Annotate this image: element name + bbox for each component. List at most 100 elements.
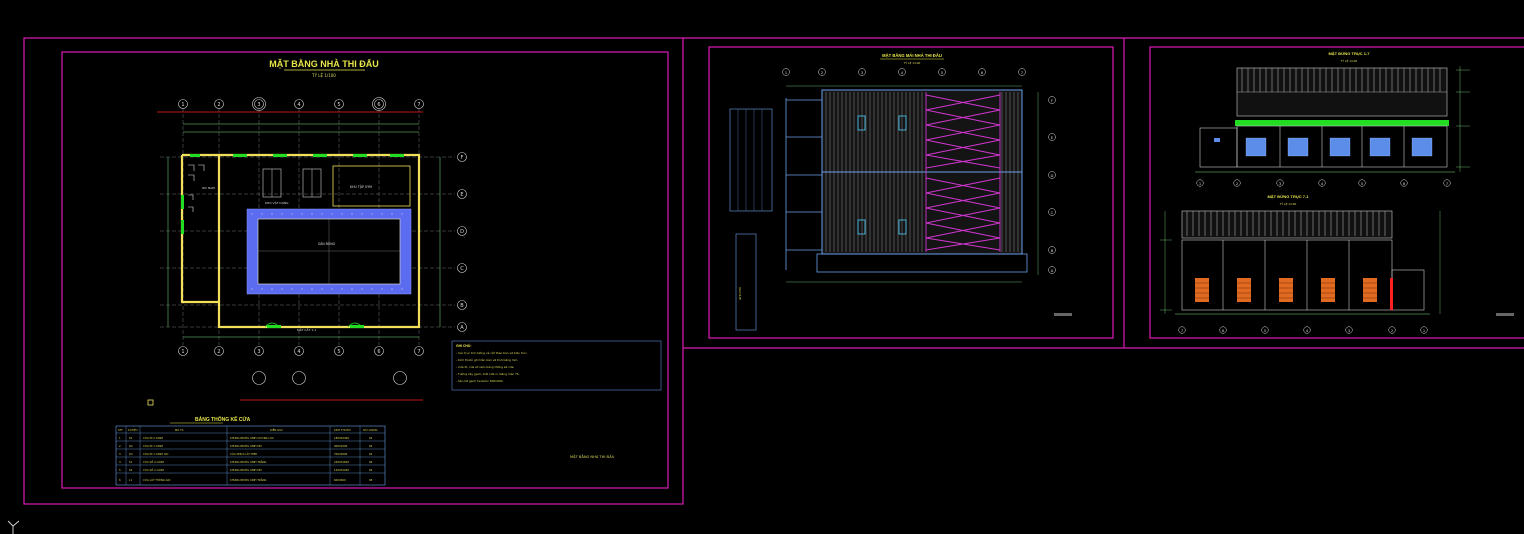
windows <box>181 154 404 328</box>
sheet-1-outer-frame <box>23 37 684 505</box>
svg-text:F: F <box>461 155 464 161</box>
room-gym-outline <box>332 165 411 207</box>
svg-text:4: 4 <box>119 460 121 464</box>
sheet-1-label: MẶT BẰNG NHÀ THI ĐẤU <box>570 454 615 459</box>
svg-text:1: 1 <box>119 436 121 440</box>
svg-text:4: 4 <box>297 349 300 355</box>
svg-text:KHUNG NHÔM, KÍNH TRẮNG: KHUNG NHÔM, KÍNH TRẮNG <box>230 477 266 482</box>
elevation-2-doors <box>1195 278 1377 302</box>
axis-bubbles-top: 1 2 3 4 5 6 7 <box>178 99 424 109</box>
elevation-1-small-window <box>1214 138 1220 142</box>
note-line: - Tường xây gạch, trát vữa xi măng mác 7… <box>456 372 520 376</box>
roof-legend-table <box>729 108 773 212</box>
elevation-1-axis-bubbles: 1 2 3 4 5 6 7 <box>1196 179 1451 187</box>
skylights <box>857 115 907 235</box>
svg-text:5: 5 <box>337 349 340 355</box>
elevation-2-axis-bubbles: 7 6 5 4 3 2 1 <box>1178 326 1428 334</box>
svg-text:2: 2 <box>217 349 220 355</box>
svg-text:700X2000: 700X2000 <box>334 452 348 456</box>
room-pool: SÂN BÓNG <box>318 241 336 246</box>
sheet-1-floor-plan[interactable]: MẶT BẰNG NHÀ THI ĐẤU TỶ LỆ 1/100 1 2 3 4… <box>23 37 684 505</box>
walls <box>180 153 421 329</box>
svg-text:1: 1 <box>1199 182 1201 186</box>
elevation-1-louvers <box>1237 68 1447 93</box>
sheet-2-roof-plan[interactable]: MẶT BẰNG MÁI NHÀ THI ĐẤU TỶ LỆ 1/100 1 2… <box>708 46 1114 339</box>
sheet-2-scale: TỶ LỆ 1/100 <box>903 60 921 65</box>
svg-text:600X600: 600X600 <box>334 478 346 482</box>
svg-text:3: 3 <box>861 70 864 75</box>
roof-left-structure <box>785 98 822 270</box>
elevation-2-scale: TỶ LỆ 1/100 <box>1279 201 1297 206</box>
elevation-2-door-slats <box>1195 282 1377 299</box>
svg-text:3: 3 <box>1348 329 1350 333</box>
sheet-1-title: MẶT BẰNG NHÀ THI ĐẤU <box>269 59 379 69</box>
svg-text:2: 2 <box>1236 182 1238 186</box>
sheet-3-elevations[interactable]: MẶT ĐỨNG TRỤC 1-7 TỶ LỆ 1/100 1 2 3 4 5 … <box>1149 46 1524 339</box>
section-marker-icons <box>252 97 407 385</box>
svg-text:04: 04 <box>369 468 373 472</box>
svg-text:2: 2 <box>217 102 220 108</box>
svg-text:2: 2 <box>119 444 121 448</box>
svg-text:D2: D2 <box>129 444 133 448</box>
elevation-1-scale: TỶ LỆ 1/100 <box>1340 58 1358 63</box>
svg-text:5: 5 <box>941 70 944 75</box>
svg-text:2: 2 <box>1391 329 1393 333</box>
svg-text:08: 08 <box>369 478 373 482</box>
insertion-marker-icon <box>147 399 154 406</box>
elevation-2-red-downpipe <box>1390 278 1393 310</box>
roof-axis-bubbles: 1 2 3 4 5 6 7 F E D C B A <box>782 68 1056 274</box>
sheet-2-title: MẶT BẰNG MÁI NHÀ THI ĐẤU <box>882 53 942 58</box>
svg-text:04: 04 <box>369 444 373 448</box>
note-line: - Kích thước ghi trên bản vẽ tính bằng m… <box>456 357 518 362</box>
svg-text:6: 6 <box>1403 182 1406 186</box>
svg-text:CỬA NHỰA LÕI THÉP: CỬA NHỰA LÕI THÉP <box>230 451 258 456</box>
svg-text:1200X1200: 1200X1200 <box>334 468 349 472</box>
roof-note-box <box>735 233 757 331</box>
th: SỐ LƯỢNG <box>363 427 378 432</box>
th: STT <box>118 428 123 432</box>
svg-text:S1: S1 <box>129 460 133 464</box>
svg-text:5: 5 <box>337 102 340 108</box>
svg-text:4: 4 <box>1306 329 1309 333</box>
svg-text:1: 1 <box>181 102 184 108</box>
door-schedule: BẢNG THỐNG KÊ CỬA STT KÍ HIỆU MÔ TẢ <box>115 415 386 486</box>
svg-text:5: 5 <box>1264 329 1266 333</box>
th: MÔ TẢ <box>175 427 184 432</box>
elevation-title-stamp <box>1496 313 1514 316</box>
section-tag: MẶT CẮT 1-1 <box>297 327 316 332</box>
svg-text:1: 1 <box>1423 329 1425 333</box>
room-store: KHO VẬT DỤNG <box>265 200 289 205</box>
ucs-icon <box>7 520 20 534</box>
svg-text:F: F <box>1051 98 1053 103</box>
svg-text:E: E <box>460 192 463 198</box>
svg-text:06: 06 <box>369 460 373 464</box>
elevation-1-title: MẶT ĐỨNG TRỤC 1-7 <box>1328 51 1370 56</box>
axis-bubbles-right: F E D C B A <box>457 152 467 332</box>
roof-gutter <box>816 253 1028 273</box>
svg-text:E: E <box>1051 135 1054 140</box>
svg-text:CỬA ĐI 2 CÁNH: CỬA ĐI 2 CÁNH <box>143 435 163 440</box>
svg-text:6: 6 <box>377 349 380 355</box>
elevation-1-green-band <box>1235 120 1449 126</box>
svg-text:4: 4 <box>1321 182 1324 186</box>
svg-text:1800X2400: 1800X2400 <box>334 436 349 440</box>
svg-text:7: 7 <box>1181 329 1183 333</box>
svg-text:3: 3 <box>257 102 260 108</box>
svg-text:KHUNG NHÔM, KÍNH MỜ: KHUNG NHÔM, KÍNH MỜ <box>230 443 262 448</box>
svg-text:900X2200: 900X2200 <box>334 444 348 448</box>
roof-note: GHI CHÚ <box>737 287 742 300</box>
svg-text:A: A <box>460 325 464 331</box>
svg-text:6: 6 <box>377 102 380 108</box>
svg-text:7: 7 <box>1446 182 1448 186</box>
svg-text:D: D <box>460 229 464 235</box>
svg-text:5: 5 <box>119 468 121 472</box>
svg-text:6: 6 <box>119 478 121 482</box>
th: KÍCH THƯỚC <box>334 427 351 432</box>
svg-text:D1: D1 <box>129 436 133 440</box>
svg-text:3: 3 <box>1279 182 1281 186</box>
svg-text:4: 4 <box>901 70 904 75</box>
svg-text:CỬA SỔ 4 CÁNH: CỬA SỔ 4 CÁNH <box>143 459 164 464</box>
svg-text:7: 7 <box>417 102 420 108</box>
roof-bracing <box>925 92 1001 252</box>
